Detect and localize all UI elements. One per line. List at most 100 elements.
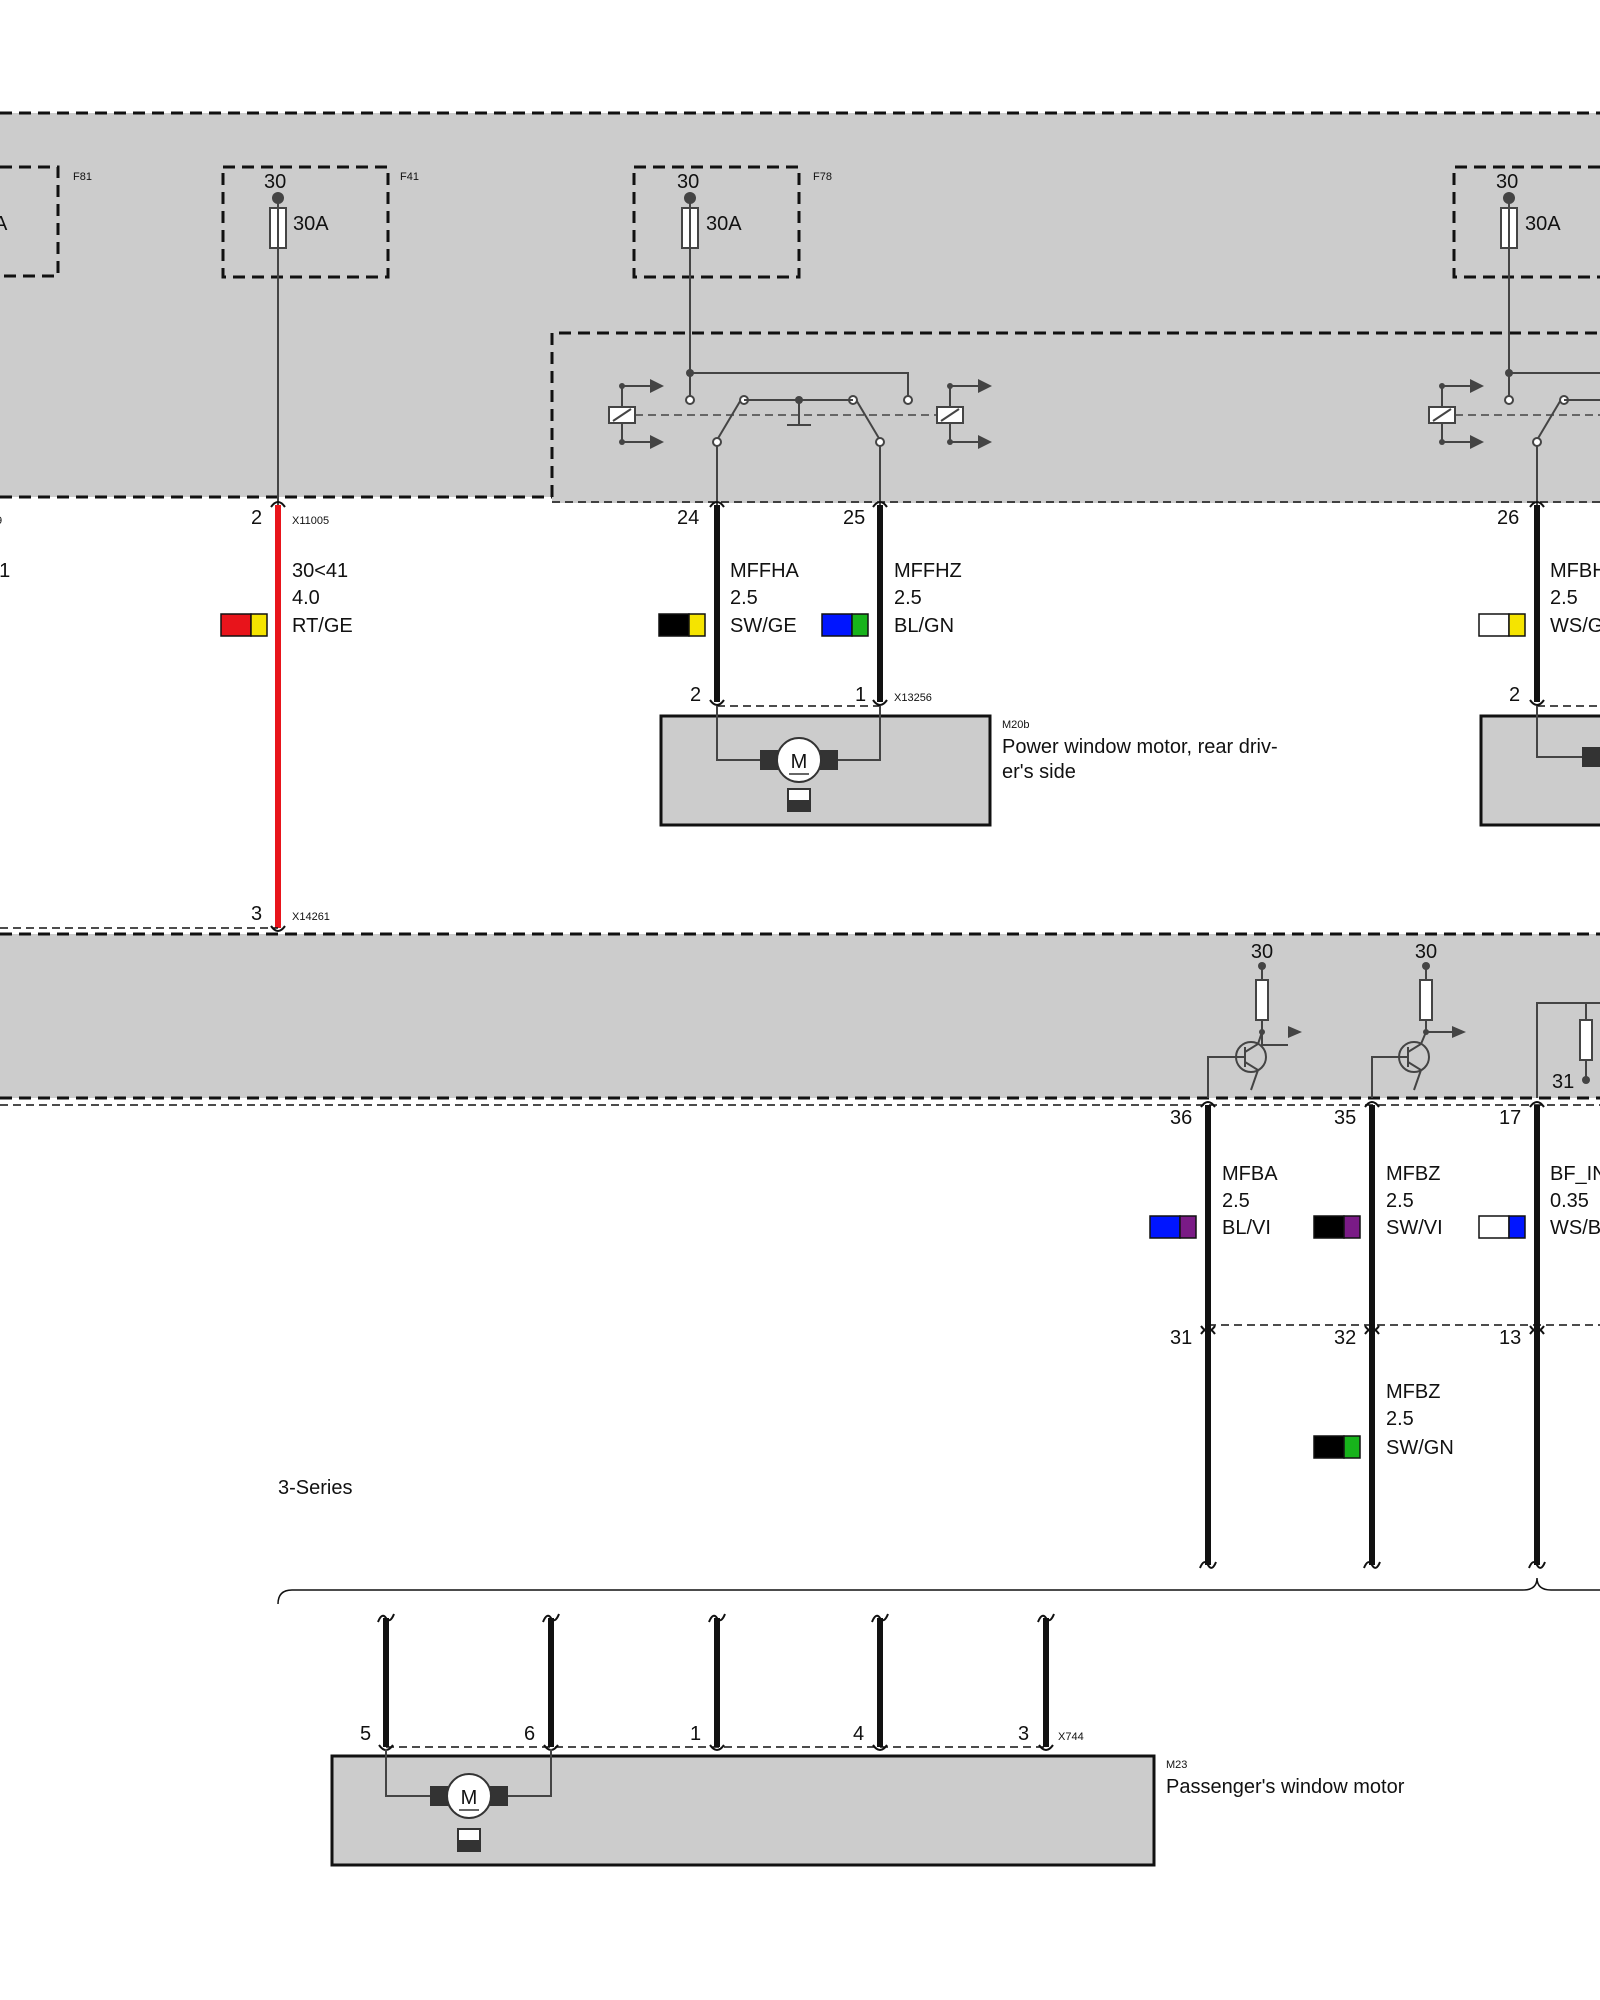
supply-label: 30	[1251, 941, 1273, 963]
transistor-2-symbol	[1371, 1031, 1427, 1098]
fuse-f41: F41 30 30A	[221, 165, 419, 505]
wire-name: MFBZ	[1386, 1381, 1440, 1403]
fuse-f41-id: F41	[400, 171, 419, 183]
fuse-f41-box	[221, 165, 390, 279]
wire-size: 2.5	[1386, 1408, 1414, 1430]
wire-color-code: SW/VI	[1386, 1217, 1443, 1239]
fuse-f41-rating: 30A	[293, 213, 329, 235]
fuse-f78-id: F78	[813, 171, 832, 183]
driver-transistor-2: 30	[1371, 941, 1466, 1098]
relay-right-arrow-icons	[1470, 379, 1484, 449]
motor-m23-name: Passenger's window motor	[1166, 1776, 1405, 1798]
pin-31-label: 31	[1552, 1071, 1574, 1093]
wire-color-code: WS/G	[1550, 615, 1600, 637]
pin-label: 5	[360, 1723, 371, 1745]
wire-color-swatch-main	[1478, 1215, 1510, 1239]
wire-color-swatch-stripe	[1343, 1215, 1361, 1239]
pin-label: 31	[1170, 1327, 1192, 1349]
pin-label: 2	[251, 507, 262, 529]
wire-color-swatch-stripe	[1508, 1215, 1526, 1239]
relay-right-output	[1532, 437, 1542, 447]
connector-x14261-label: X14261	[292, 911, 330, 923]
left-partial-text: 81	[0, 560, 10, 582]
fuse-f78: F78 30 30A	[632, 165, 832, 373]
wire-color-code: BL/VI	[1222, 1217, 1271, 1239]
wire-mfbz-mid-terminal	[1364, 1325, 1380, 1335]
input-stage-node	[1582, 1076, 1590, 1084]
fuse-f81: F81 A	[0, 165, 92, 278]
wire-name: MFBA	[1222, 1163, 1278, 1185]
pin-label: 32	[1334, 1327, 1356, 1349]
passenger-wires[interactable]: 5 6 1 4 3 X744	[360, 1613, 1084, 1751]
wire-mfba-mid-terminal	[1200, 1325, 1216, 1335]
motor-m20b-housing[interactable]	[659, 714, 992, 827]
wire-name: MFBZ	[1386, 1163, 1440, 1185]
motor-right-brush	[1582, 747, 1600, 767]
wire-mfba[interactable]: 36 31 MFBA 2.5 BL/VI	[1149, 1101, 1278, 1569]
wire-mffhz[interactable]: 25 1 MFFHZ 2.5 BL/GN	[821, 501, 962, 706]
wire-30-41-top-terminal	[270, 501, 286, 508]
transistor-1-arrow	[1288, 1026, 1302, 1038]
wire-size: 2.5	[730, 587, 758, 609]
wire-mfbh-top-terminal	[1529, 501, 1545, 508]
pin-label: 3	[1018, 1723, 1029, 1745]
wire-mffha-top-terminal	[709, 501, 725, 508]
wire-color-swatch-stripe	[250, 613, 268, 637]
motor-m20b[interactable]: M M20b Power window motor, rear driv- er…	[659, 705, 1278, 827]
pin-label: 35	[1334, 1107, 1356, 1129]
wire-break-icon	[377, 1613, 1055, 1623]
motor-glyph: M	[791, 751, 808, 773]
pin-label: 17	[1499, 1107, 1521, 1129]
pin-label: 2	[690, 684, 701, 706]
passenger-wire-lines[interactable]	[383, 1618, 1049, 1747]
wire-color-code: SW/GE	[730, 615, 797, 637]
relay-output-left	[712, 437, 722, 447]
wire-mffhz-top-terminal	[872, 501, 888, 508]
motor-right-partial	[1479, 705, 1600, 827]
wire-break-icon	[1363, 1561, 1381, 1569]
wire-bf-in-mid-terminal	[1529, 1325, 1545, 1335]
fuse-f81-box	[0, 165, 60, 278]
pin-label: 24	[677, 507, 699, 529]
fuse-right: 30 30A	[1452, 165, 1600, 373]
motor-m23-brush-left	[430, 1786, 448, 1806]
motor-m23[interactable]: M M23 Passenger's window motor	[330, 1746, 1405, 1867]
wire-mfbz[interactable]: 35 32 MFBZ 2.5 SW/VI MFBZ 2.5 SW/GN	[1313, 1101, 1454, 1569]
wire-color-swatch-main	[821, 613, 853, 637]
pin-label: 2	[1509, 684, 1520, 706]
connector-x13256-label: X13256	[894, 692, 932, 704]
wire-mffha[interactable]: 24 2 MFFHA 2.5 SW/GE	[658, 501, 800, 706]
resistor-icon	[1255, 979, 1269, 1021]
wire-size: 4.0	[292, 587, 320, 609]
fuse-right-box	[1452, 165, 1600, 279]
motor-icon	[446, 1773, 492, 1819]
wire-mfbh[interactable]: 26 2 MFBH 2.5 WS/G	[1478, 501, 1600, 706]
relay-coil-left-mark	[612, 408, 632, 422]
wire-color-swatch-main	[1313, 1435, 1345, 1459]
wire-mffha-bottom-terminal	[709, 699, 725, 706]
wire-30-41[interactable]: 2 3 30<41 4.0 RT/GE	[220, 501, 353, 932]
pin-label: 26	[1497, 507, 1519, 529]
transistor-2-arrow	[1452, 1026, 1466, 1038]
motor-glyph: M	[461, 1787, 478, 1809]
wire-color-code: RT/GE	[292, 615, 353, 637]
fuse-f78-box	[632, 165, 801, 279]
wire-name: MFFHZ	[894, 560, 962, 582]
relay-coil-node-c	[947, 383, 953, 389]
pin-label: 1	[690, 1723, 701, 1745]
relay-right-switch	[1536, 397, 1563, 441]
wire-size: 2.5	[1386, 1190, 1414, 1212]
relay-contact-left	[685, 395, 695, 405]
lower-control-unit	[0, 927, 1600, 1106]
wire-bf-in[interactable]: 17 13 BF_IN 0.35 WS/B	[1478, 1101, 1600, 1569]
upper-control-unit	[0, 111, 1600, 503]
wire-name: BF_IN	[1550, 1163, 1600, 1185]
wire-color-swatch-stripe	[1179, 1215, 1197, 1239]
fuse-f78-rating: 30A	[706, 213, 742, 235]
position-sensor-fill	[788, 800, 810, 811]
relay-module-edge	[550, 331, 1600, 497]
wire-name: MFBH	[1550, 560, 1600, 582]
motor-right-lead	[1536, 706, 1582, 758]
motor-m20b-leads	[716, 706, 881, 761]
series-label: 3-Series	[278, 1477, 352, 1499]
